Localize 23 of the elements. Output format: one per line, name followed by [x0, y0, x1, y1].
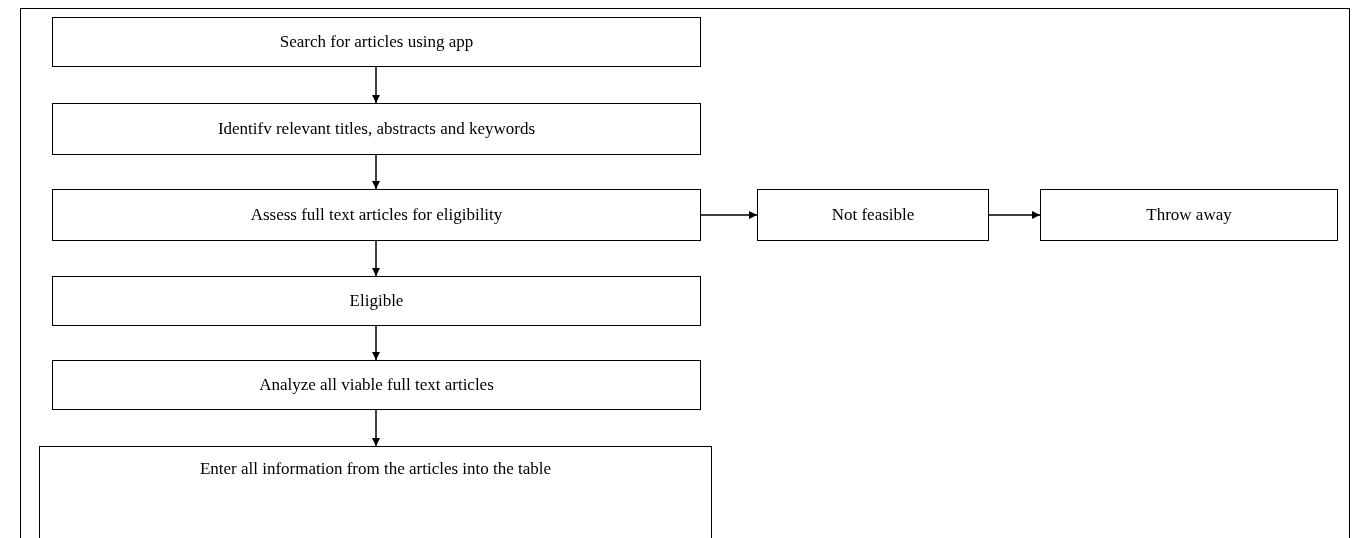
process-box	[39, 446, 712, 538]
box-label: Search for articles using app	[279, 32, 474, 52]
arrow	[372, 409, 380, 447]
box-label: Throw away	[1146, 205, 1232, 225]
box-label: Not feasible	[831, 205, 915, 225]
arrow	[372, 154, 380, 190]
process-box	[52, 189, 701, 241]
process-box	[52, 276, 701, 326]
process-box	[52, 103, 701, 155]
arrow	[372, 66, 380, 104]
box-label: Analyze all viable full text articles	[259, 375, 494, 395]
process-box	[52, 17, 701, 67]
box-label: Identifv relevant titles, abstracts and keywords	[217, 119, 536, 139]
process-box	[757, 189, 989, 241]
box-label: Enter all information from the articles into the table	[199, 459, 552, 479]
box-label: Eligible	[349, 291, 404, 311]
arrow	[700, 211, 758, 219]
process-box	[1040, 189, 1338, 241]
process-box	[52, 360, 701, 410]
arrow	[372, 240, 380, 277]
arrow	[372, 325, 380, 361]
box-label: Assess full text articles for eligibility	[250, 205, 503, 225]
arrow	[988, 211, 1041, 219]
